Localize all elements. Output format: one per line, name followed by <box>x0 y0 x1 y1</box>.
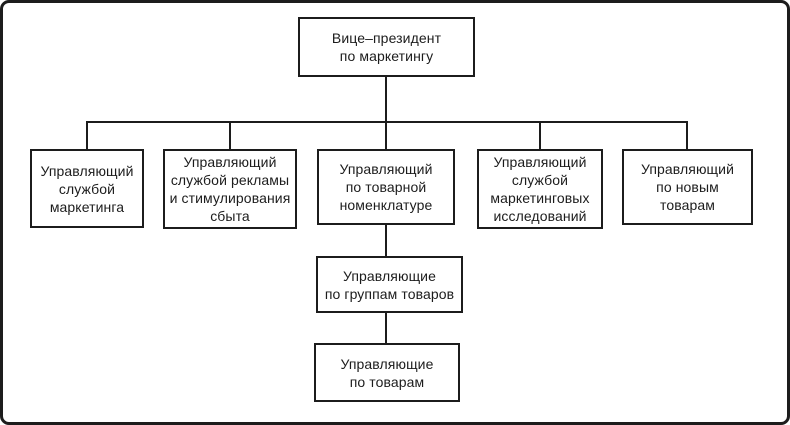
box-marketing-service-manager: Управляющий службой маркетинга <box>30 149 144 228</box>
box-product-group-managers: Управляющие по группам товаров <box>316 256 463 313</box>
connector-groups-to-products <box>385 313 387 343</box>
connector-drop-product-range <box>385 122 387 149</box>
box-label: Вице–президент по маркетингу <box>331 30 442 64</box>
box-vice-president-marketing: Вице–президент по маркетингу <box>298 17 475 77</box>
box-label: Управляющие по товарам <box>340 355 434 390</box>
connector-drop-advertising <box>229 122 231 149</box>
box-advertising-sales-promotion-manager: Управляющий службой рекламы и стимулиров… <box>163 149 297 229</box>
connector-drop-marketing-service <box>86 122 88 149</box>
box-marketing-research-manager: Управляющий службой маркетинговых исслед… <box>477 149 603 229</box>
box-product-nomenclature-manager: Управляющий по товарной номенклатуре <box>317 149 455 225</box>
connector-product-range-to-groups <box>385 225 387 256</box>
box-label: Управляющий службой рекламы и стимулиров… <box>169 154 291 224</box>
box-label: Управляющий службой маркетинга <box>40 162 134 215</box>
box-product-managers: Управляющие по товарам <box>314 343 460 402</box>
box-label: Управляющий по товарной номенклатуре <box>339 161 433 213</box>
connector-drop-new-products <box>686 122 688 149</box>
connector-drop-marketing-research <box>539 122 541 149</box>
connector-horizontal-bus <box>86 121 688 123</box>
connector-root-stem <box>385 76 387 122</box>
box-label: Управляющие по группам товаров <box>324 267 455 302</box>
box-label: Управляющий по новым товарам <box>640 161 735 213</box>
box-label: Управляющий службой маркетинговых исслед… <box>490 154 590 224</box>
box-new-products-manager: Управляющий по новым товарам <box>622 149 753 225</box>
